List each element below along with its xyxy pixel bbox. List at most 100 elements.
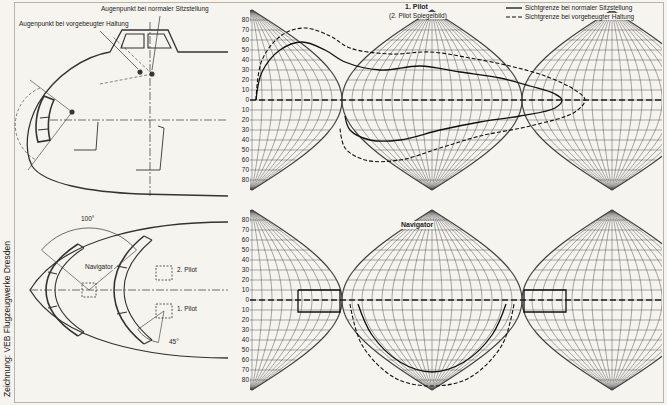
chart-subheading: (2. Pilot Spiegelbild): [388, 12, 448, 19]
axis-value: 10: [233, 306, 250, 313]
legend-sample: [506, 14, 522, 20]
sight-limit-curve: [298, 290, 340, 312]
grid-parallel: [554, 150, 662, 151]
axis-value: 70: [233, 226, 250, 233]
eye-level-line: [50, 120, 228, 121]
grid-parallel: [250, 350, 310, 351]
axis-value: 70: [233, 166, 250, 173]
grid-parallel: [527, 120, 662, 121]
sight-ray: [42, 250, 137, 290]
axis-value: 40: [233, 56, 250, 63]
center-line: [30, 290, 228, 291]
axis-value: 40: [233, 256, 250, 263]
grid-parallel: [534, 330, 662, 331]
grid-parallel: [250, 340, 321, 341]
grid-parallel: [523, 310, 662, 311]
axis-value: 0: [233, 96, 250, 103]
navigator-seat: [74, 122, 98, 150]
sight-limit-curve: [256, 42, 562, 141]
axis-value: 30: [233, 266, 250, 273]
sheet-frame: [15, 3, 664, 403]
axis-value: 20: [233, 276, 250, 283]
eye-point: [138, 70, 142, 74]
grid-parallel: [250, 70, 330, 71]
axis-value: 20: [233, 116, 250, 123]
axis-value: 20: [233, 76, 250, 83]
grid-parallel: [554, 50, 662, 51]
sight-limit-curve: [524, 290, 566, 312]
grid-parallel: [534, 270, 662, 271]
pilot-seat: [156, 266, 172, 280]
grid-parallel: [543, 340, 662, 341]
axis-value: 60: [233, 156, 250, 163]
legend-line: [506, 8, 522, 9]
grid-parallel: [250, 260, 321, 261]
grid-parallel: [534, 130, 662, 131]
sight-ray: [100, 36, 152, 84]
grid-parallel: [250, 370, 283, 371]
legend-sample: [506, 5, 522, 11]
axis-value: 80: [233, 216, 250, 223]
axis-value: 10: [233, 286, 250, 293]
glazing-frame: [38, 117, 50, 130]
grid-parallel: [250, 310, 341, 311]
sight-ray: [28, 80, 72, 170]
navigator-glazing: [36, 96, 54, 142]
grid-parallel: [250, 120, 337, 121]
legend-text: Sichtgrenze bei normaler Sitzstellung: [525, 4, 632, 11]
axis-value: 80: [233, 376, 250, 383]
callout-label: Augenpunkt bei vorgebeugter Haltung: [18, 20, 130, 27]
crew-label: 1. Pilot: [176, 305, 198, 312]
axis-value: 50: [233, 346, 250, 353]
pilot-window: [117, 236, 152, 344]
axis-value: 10: [233, 86, 250, 93]
grid-parallel: [527, 280, 662, 281]
side-view: [15, 16, 228, 196]
axis-value: 50: [233, 146, 250, 153]
axis-value: 80: [233, 176, 250, 183]
angle-arc: [42, 228, 137, 250]
axis-value: 80: [233, 16, 250, 23]
angle-value: 100°: [80, 215, 95, 222]
legend-entry: Sichtgrenze bei normaler Sitzstellung: [505, 4, 633, 11]
fuselage-outline: [27, 30, 228, 196]
grid-parallel: [534, 70, 662, 71]
angle-arc: [15, 88, 40, 160]
horizon-line: [250, 99, 662, 100]
axis-value: 50: [233, 246, 250, 253]
sight-ray: [138, 311, 164, 343]
axis-value: 60: [233, 236, 250, 243]
legend-line: [506, 17, 522, 18]
axis-value: 10: [233, 106, 250, 113]
grid-parallel: [543, 140, 662, 141]
grid-parallel: [250, 230, 283, 231]
cockpit-window: [121, 34, 144, 48]
axis-value: 30: [233, 126, 250, 133]
chart-heading: Navigator: [400, 221, 434, 229]
chart-heading: 1. Pilot: [404, 3, 429, 11]
legend-text: Sichtgrenze bei vorgebeugter Haltung: [525, 13, 634, 20]
grid-parallel: [250, 30, 283, 31]
axis-value: 30: [233, 326, 250, 333]
plan-view: [30, 222, 228, 358]
grid-parallel: [250, 80, 337, 81]
leader-line: [152, 16, 160, 70]
nose-outline: [30, 222, 228, 358]
grid-parallel: [527, 320, 662, 321]
sight-limit-curve: [256, 28, 585, 162]
grid-parallel: [250, 90, 341, 91]
cockpit-window: [148, 34, 171, 48]
angle-arc: [138, 329, 159, 342]
horizon-line: [250, 299, 662, 300]
angle-value: 45°: [168, 338, 180, 345]
crew-label: 2. Pilot: [176, 266, 198, 273]
axis-value: 20: [233, 316, 250, 323]
grid-parallel: [554, 250, 662, 251]
crew-label: Navigator: [84, 263, 114, 270]
axis-value: 70: [233, 26, 250, 33]
legend-entry: Sichtgrenze bei vorgebeugter Haltung: [505, 13, 635, 20]
leader-line: [100, 31, 138, 69]
grid-parallel: [250, 150, 310, 151]
